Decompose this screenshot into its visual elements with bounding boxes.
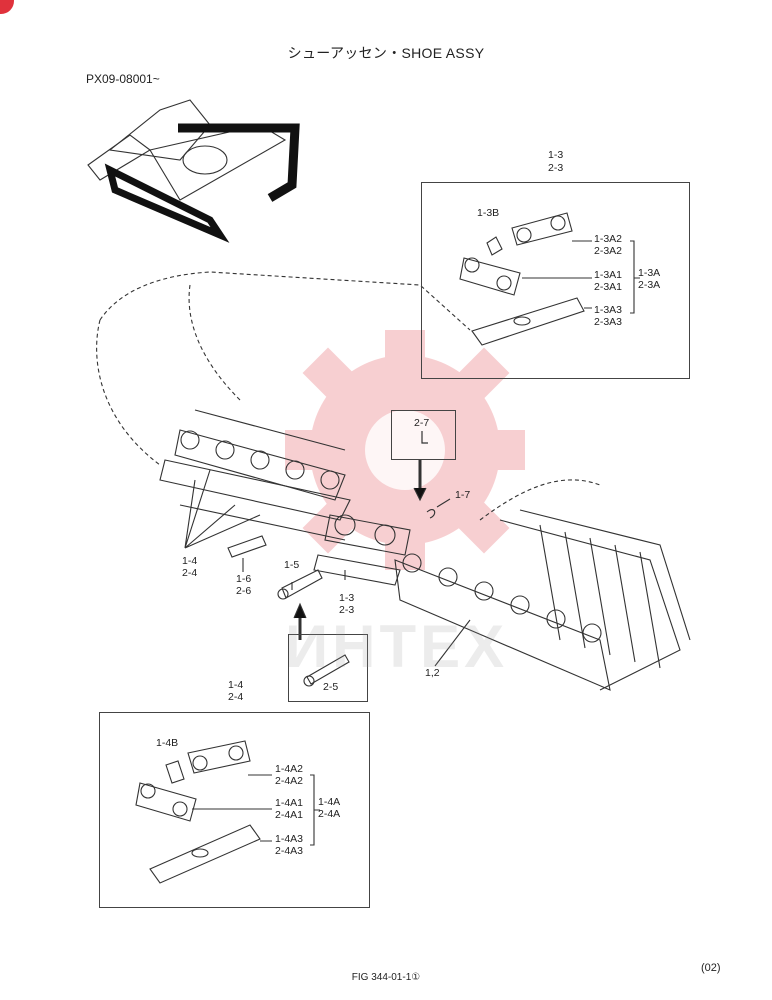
lower-bushing-label: 1-4B: [156, 737, 179, 749]
lower-link-outer-2: 2-4A2: [275, 775, 304, 787]
clip-box-label: 2-7: [414, 417, 430, 429]
page-title: シューアッセン・SHOE ASSY: [287, 45, 485, 61]
lower-assy-1: 1-4A: [318, 796, 341, 808]
upper-link-inner-2: 2-3A1: [594, 281, 623, 293]
clip-detail-box: [391, 410, 456, 460]
left-link-chain: [159, 409, 351, 541]
lower-plate-2: 2-4A3: [275, 845, 304, 857]
callout-2-4: 2-4: [182, 567, 198, 579]
upper-assy-1: 1-3A: [638, 267, 661, 279]
lower-link-inner-1: 1-4A1: [275, 797, 304, 809]
callout-1-3: 1-3: [339, 592, 355, 604]
lower-plate-1: 1-4A3: [275, 833, 304, 845]
upper-plate-1: 1-3A3: [594, 304, 623, 316]
callout-2-6: 2-6: [236, 585, 252, 597]
clip-1-7: [426, 509, 436, 519]
pin-detail-box: [288, 634, 368, 702]
callout-1-7: 1-7: [455, 489, 471, 501]
upper-box-ref-1: 1-3: [548, 149, 564, 161]
right-track-assembly: [394, 509, 691, 691]
clip-icon: [421, 431, 428, 444]
callout-2-3: 2-3: [339, 604, 355, 616]
lower-detail-drawing: [135, 740, 320, 884]
figure-number: FIG 344-01-1①: [351, 972, 421, 983]
lower-box-ref-1: 1-4: [228, 679, 244, 691]
lower-box-ref-2: 2-4: [228, 691, 244, 703]
pin-icon: [303, 654, 350, 687]
callout-1-4: 1-4: [182, 555, 198, 567]
page-number: (02): [701, 962, 721, 974]
pin-1-6: [227, 535, 267, 558]
callout-1-6: 1-6: [236, 573, 252, 585]
callout-track: 1,2: [425, 667, 440, 679]
lower-link-outer-1: 1-4A2: [275, 763, 304, 775]
upper-detail-drawing: [459, 212, 640, 346]
upper-bushing-label: 1-3B: [477, 207, 500, 219]
middle-link-pair: [313, 514, 411, 586]
lower-detail-box: [99, 712, 370, 908]
callout-1-5: 1-5: [284, 559, 300, 571]
upper-link-inner-1: 1-3A1: [594, 269, 623, 281]
serial-range: PX09-08001~: [86, 72, 160, 86]
watermark-text: ИНТЕХ: [285, 613, 509, 680]
upper-link-outer-1: 1-3A2: [594, 233, 623, 245]
upper-plate-2: 2-3A3: [594, 316, 623, 328]
pin-box-label: 2-5: [323, 681, 339, 693]
lower-assy-2: 2-4A: [318, 808, 341, 820]
upper-assy-2: 2-3A: [638, 279, 661, 291]
lower-link-inner-2: 2-4A1: [275, 809, 304, 821]
upper-detail-box: [421, 182, 690, 379]
pin-1-5: [277, 569, 323, 600]
upper-box-ref-2: 2-3: [548, 162, 564, 174]
upper-link-outer-2: 2-3A2: [594, 245, 623, 257]
excavator-thumbnail-icon: [87, 99, 300, 243]
